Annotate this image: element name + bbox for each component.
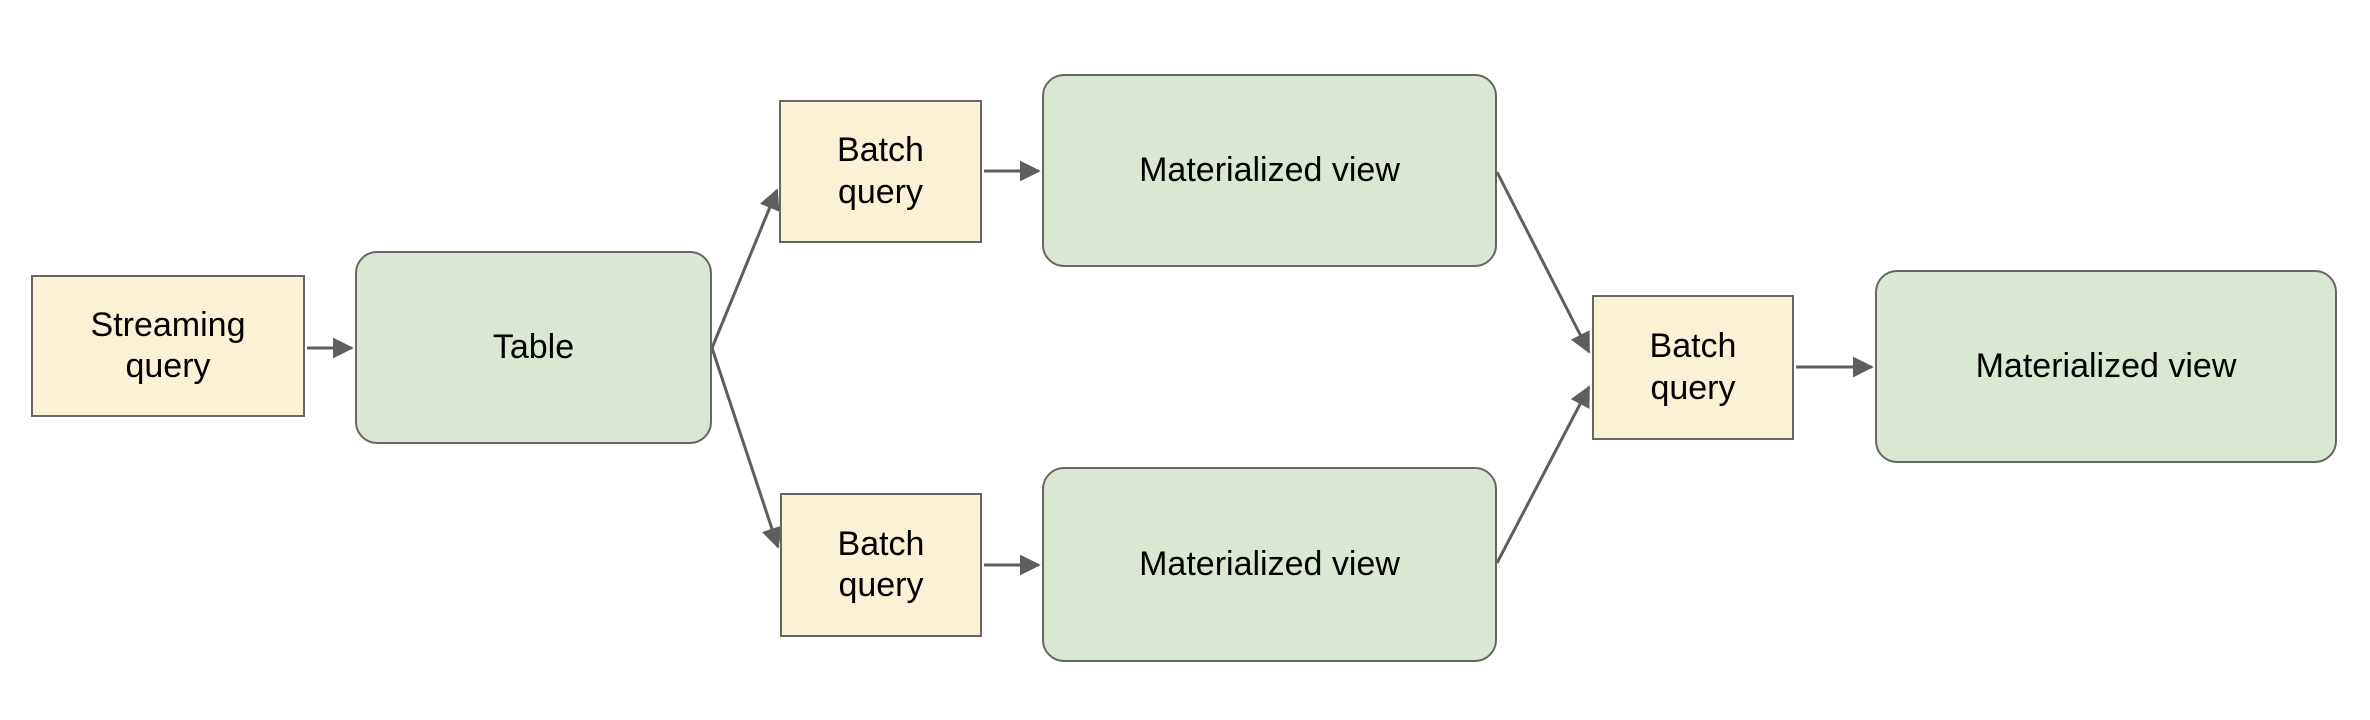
- node-label: Materialized view: [1139, 544, 1400, 583]
- node-materialized-view-bottom[interactable]: Materialized view: [1042, 467, 1497, 662]
- node-materialized-view-top[interactable]: Materialized view: [1042, 74, 1497, 267]
- edge-materialized-view-top-to-batch-query-merge: [1495, 171, 1591, 354]
- edge-table-to-batch-query-bottom: [710, 347, 782, 549]
- node-batch-query-bottom[interactable]: Batch query: [780, 493, 982, 637]
- edge-materialized-view-bottom-to-batch-query-merge: [1495, 385, 1591, 564]
- node-streaming-query[interactable]: Streaming query: [31, 275, 305, 417]
- node-batch-query-merge[interactable]: Batch query: [1592, 295, 1794, 440]
- node-label: Materialized view: [1139, 150, 1400, 189]
- node-label: Streaming query: [90, 305, 246, 385]
- node-materialized-view-final[interactable]: Materialized view: [1875, 270, 2337, 463]
- node-label: Materialized view: [1975, 346, 2237, 385]
- node-label: Batch query: [1649, 327, 1737, 407]
- node-label: Batch query: [837, 131, 924, 211]
- node-label: Batch query: [837, 524, 925, 604]
- node-label: Table: [492, 327, 575, 366]
- node-batch-query-top[interactable]: Batch query: [779, 100, 982, 243]
- edges-group: [307, 160, 1874, 576]
- edge-table-to-batch-query-top: [710, 188, 780, 349]
- node-table[interactable]: Table: [355, 251, 712, 444]
